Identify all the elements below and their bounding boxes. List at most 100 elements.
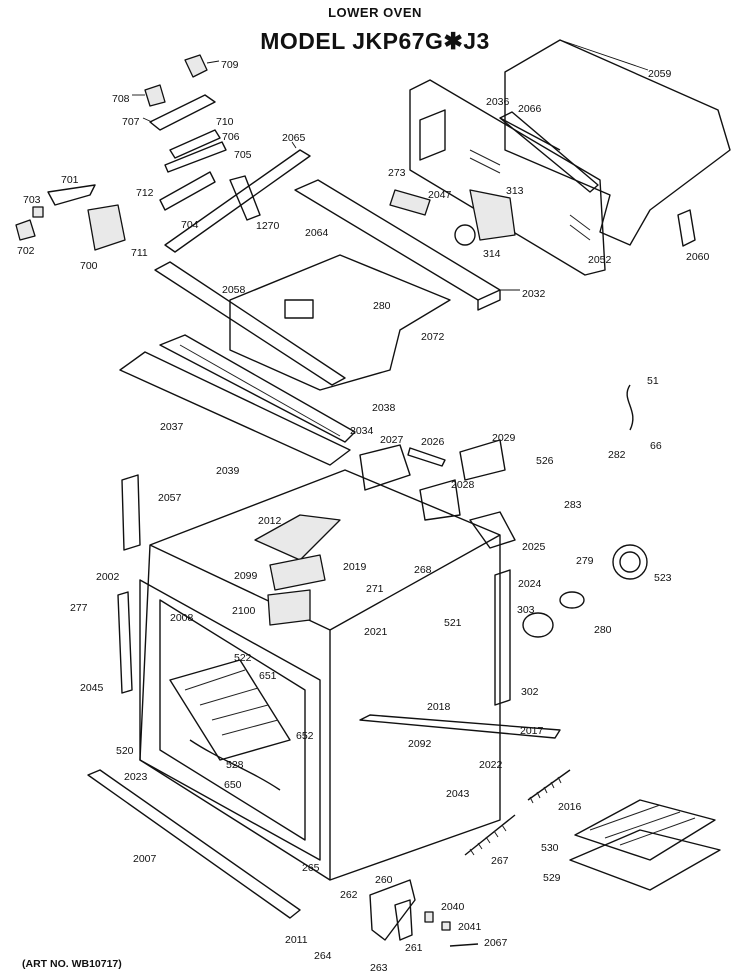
part-label-2007: 2007 bbox=[133, 853, 157, 865]
part-label-700: 700 bbox=[80, 260, 98, 272]
part-label-2034: 2034 bbox=[350, 425, 374, 437]
part-label-2037: 2037 bbox=[160, 421, 184, 433]
part-label-2064: 2064 bbox=[305, 227, 329, 239]
part-label-267: 267 bbox=[491, 855, 509, 867]
part-528-rack bbox=[169, 659, 291, 761]
part-709-switch bbox=[184, 54, 220, 78]
part-label-2057: 2057 bbox=[158, 492, 182, 504]
part-label-711: 711 bbox=[131, 247, 148, 259]
part-label-313: 313 bbox=[506, 185, 524, 197]
part-label-2017: 2017 bbox=[520, 725, 544, 737]
part-529-broiler-pan bbox=[569, 829, 721, 891]
part-label-2019: 2019 bbox=[343, 561, 367, 573]
model-title: MODEL JKP67G✱J3 bbox=[260, 28, 490, 54]
part-label-707: 707 bbox=[122, 116, 140, 128]
part-2028-duct bbox=[419, 479, 461, 521]
part-label-51: 51 bbox=[647, 375, 659, 387]
part-701-latch-arm bbox=[47, 184, 96, 206]
part-label-2045: 2045 bbox=[80, 682, 104, 694]
part-label-268: 268 bbox=[414, 564, 432, 576]
part-2022-rail bbox=[359, 714, 561, 739]
part-label-2040: 2040 bbox=[441, 901, 465, 913]
part-702-knob bbox=[15, 219, 36, 241]
part-2041-pin bbox=[441, 921, 451, 931]
part-273-terminal bbox=[389, 189, 431, 216]
part-2037-vent-rail bbox=[119, 334, 356, 466]
part-label-529: 529 bbox=[543, 872, 561, 884]
part-label-651: 651 bbox=[259, 670, 277, 682]
part-label-260: 260 bbox=[375, 874, 393, 886]
part-2032-channel bbox=[294, 179, 520, 311]
part-label-526: 526 bbox=[536, 455, 554, 467]
part-label-2025: 2025 bbox=[522, 541, 546, 553]
part-label-302: 302 bbox=[521, 686, 539, 698]
part-label-528: 528 bbox=[226, 759, 244, 771]
part-label-710: 710 bbox=[216, 116, 234, 128]
part-2099-insulation bbox=[269, 554, 326, 591]
part-650-element bbox=[189, 739, 281, 791]
part-label-263: 263 bbox=[370, 962, 388, 974]
part-2047-fan-motor bbox=[454, 189, 516, 246]
part-label-2047: 2047 bbox=[428, 189, 452, 201]
part-label-650: 650 bbox=[224, 779, 242, 791]
part-51-wire-harness bbox=[626, 384, 634, 431]
part-label-2002: 2002 bbox=[96, 571, 120, 583]
part-261-hinge-plate bbox=[394, 899, 413, 941]
part-2002-oven-cavity bbox=[139, 469, 501, 881]
part-label-280b: 280 bbox=[594, 624, 612, 636]
part-708-clip bbox=[132, 84, 166, 107]
part-label-265: 265 bbox=[302, 862, 320, 874]
part-2026-bracket bbox=[407, 447, 446, 467]
part-label-2066: 2066 bbox=[518, 103, 542, 115]
part-2066-bracket bbox=[499, 111, 599, 193]
part-label-2023: 2023 bbox=[124, 771, 148, 783]
part-label-2052: 2052 bbox=[588, 254, 612, 266]
part-label-522: 522 bbox=[234, 652, 252, 664]
part-267-spring bbox=[464, 814, 516, 856]
part-2072-plate bbox=[229, 254, 451, 391]
part-label-2099: 2099 bbox=[234, 570, 258, 582]
part-label-521: 521 bbox=[444, 617, 462, 629]
part-label-282: 282 bbox=[608, 449, 626, 461]
part-label-2060: 2060 bbox=[686, 251, 710, 263]
part-2045-strip bbox=[117, 591, 133, 694]
part-303-globe bbox=[522, 612, 554, 638]
part-2067-screw bbox=[449, 943, 479, 947]
part-2025-side-frame bbox=[469, 511, 516, 706]
part-label-702: 702 bbox=[17, 245, 35, 257]
part-label-709: 709 bbox=[221, 59, 239, 71]
part-2060-clip bbox=[677, 209, 696, 247]
part-2052-rear-panel bbox=[409, 79, 606, 276]
part-label-2028: 2028 bbox=[451, 479, 475, 491]
part-2059-top-cover bbox=[504, 39, 731, 246]
part-label-261: 261 bbox=[405, 942, 423, 954]
part-523-lens bbox=[612, 544, 648, 580]
part-label-283: 283 bbox=[564, 499, 582, 511]
part-label-2026: 2026 bbox=[421, 436, 445, 448]
part-2058-front-rail bbox=[154, 261, 346, 386]
part-label-2036: 2036 bbox=[486, 96, 510, 108]
section-title: LOWER OVEN bbox=[328, 5, 422, 20]
part-label-2092: 2092 bbox=[408, 738, 432, 750]
part-label-280: 280 bbox=[373, 300, 391, 312]
part-label-2058: 2058 bbox=[222, 284, 246, 296]
part-2100-block bbox=[267, 589, 311, 626]
part-260-hinge bbox=[369, 879, 416, 941]
part-label-703: 703 bbox=[23, 194, 41, 206]
part-label-2059: 2059 bbox=[648, 68, 672, 80]
part-label-271: 271 bbox=[366, 583, 384, 595]
part-2065-rail bbox=[164, 141, 311, 253]
part-label-706: 706 bbox=[222, 131, 240, 143]
part-label-2038: 2038 bbox=[372, 402, 396, 414]
part-label-523: 523 bbox=[654, 572, 672, 584]
part-label-303: 303 bbox=[517, 604, 535, 616]
part-label-279: 279 bbox=[576, 555, 594, 567]
part-2057-bracket bbox=[121, 474, 141, 551]
part-703-knob bbox=[32, 206, 44, 218]
part-label-2100: 2100 bbox=[232, 605, 256, 617]
part-label-2032: 2032 bbox=[522, 288, 546, 300]
part-label-701: 701 bbox=[61, 174, 79, 186]
part-label-2027: 2027 bbox=[380, 434, 404, 446]
part-label-2041: 2041 bbox=[458, 921, 482, 933]
